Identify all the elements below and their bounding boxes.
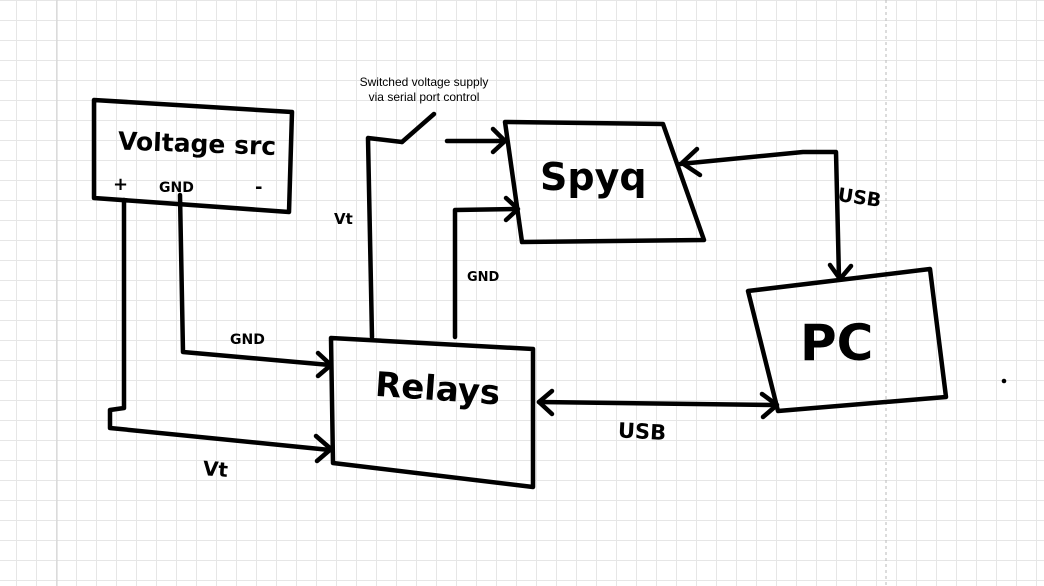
usb-relays-label: USB <box>617 418 666 444</box>
usb-relays-cable <box>536 399 779 408</box>
voltage-src-node[interactable]: Voltage src + GND - <box>91 97 295 215</box>
stray-dot <box>1001 378 1007 384</box>
usb-relays-arrowhead-right <box>759 391 780 420</box>
usb-spyq-cable <box>677 149 842 281</box>
gnd-wire-label: GND <box>230 332 265 348</box>
vt-wire <box>107 197 333 453</box>
gnd-wire-arrowhead <box>315 350 334 379</box>
usb-spyq-label: USB <box>836 184 882 212</box>
vt-switched-label: Vt <box>334 210 353 228</box>
vt-wire-label: Vt <box>202 456 229 482</box>
gnd-spyq-arrowhead <box>503 195 521 223</box>
spyq-node[interactable]: Spyq <box>502 119 707 245</box>
edge-gnd-to-spyq: GND <box>452 195 521 340</box>
usb-spyq-arrowhead-top <box>679 146 703 178</box>
gnd-spyq-wire <box>452 206 519 340</box>
vt-switched-arrowhead <box>490 126 508 155</box>
voltage-src-label: Voltage src <box>118 126 277 161</box>
relays-label: Relays <box>374 365 502 414</box>
relays-box <box>328 335 536 490</box>
switch-contact <box>399 111 437 145</box>
pc-box <box>745 266 949 414</box>
gnd-spyq-label: GND <box>467 270 500 285</box>
pc-node[interactable]: PC <box>745 266 949 414</box>
vt-switched-wire <box>365 135 405 340</box>
usb-relays-arrowhead-left <box>536 388 555 417</box>
voltage-src-gnd-terminal: GND <box>159 180 194 196</box>
usb-spyq-arrowhead-bottom <box>827 262 854 282</box>
edge-usb-relays-pc: USB <box>536 388 780 445</box>
switch-note-line-1: Switched voltage supply <box>360 75 489 89</box>
edge-vt-switched: Vt <box>334 111 508 340</box>
voltage-src-box <box>91 97 295 215</box>
voltage-src-minus-terminal: - <box>255 177 262 198</box>
vt-wire-arrowhead <box>313 433 334 464</box>
edge-usb-spyq-pc: USB <box>677 146 883 282</box>
gnd-wire <box>177 192 333 368</box>
voltage-src-plus-terminal: + <box>113 174 128 195</box>
pc-label: PC <box>800 314 873 372</box>
spyq-box <box>502 119 707 245</box>
spyq-label: Spyq <box>540 155 647 199</box>
relays-node[interactable]: Relays <box>328 335 536 490</box>
edge-vt-to-relays: Vt <box>107 197 334 482</box>
edge-gnd-to-relays: GND <box>177 192 334 379</box>
switch-note-line-2: via serial port control <box>369 90 480 104</box>
